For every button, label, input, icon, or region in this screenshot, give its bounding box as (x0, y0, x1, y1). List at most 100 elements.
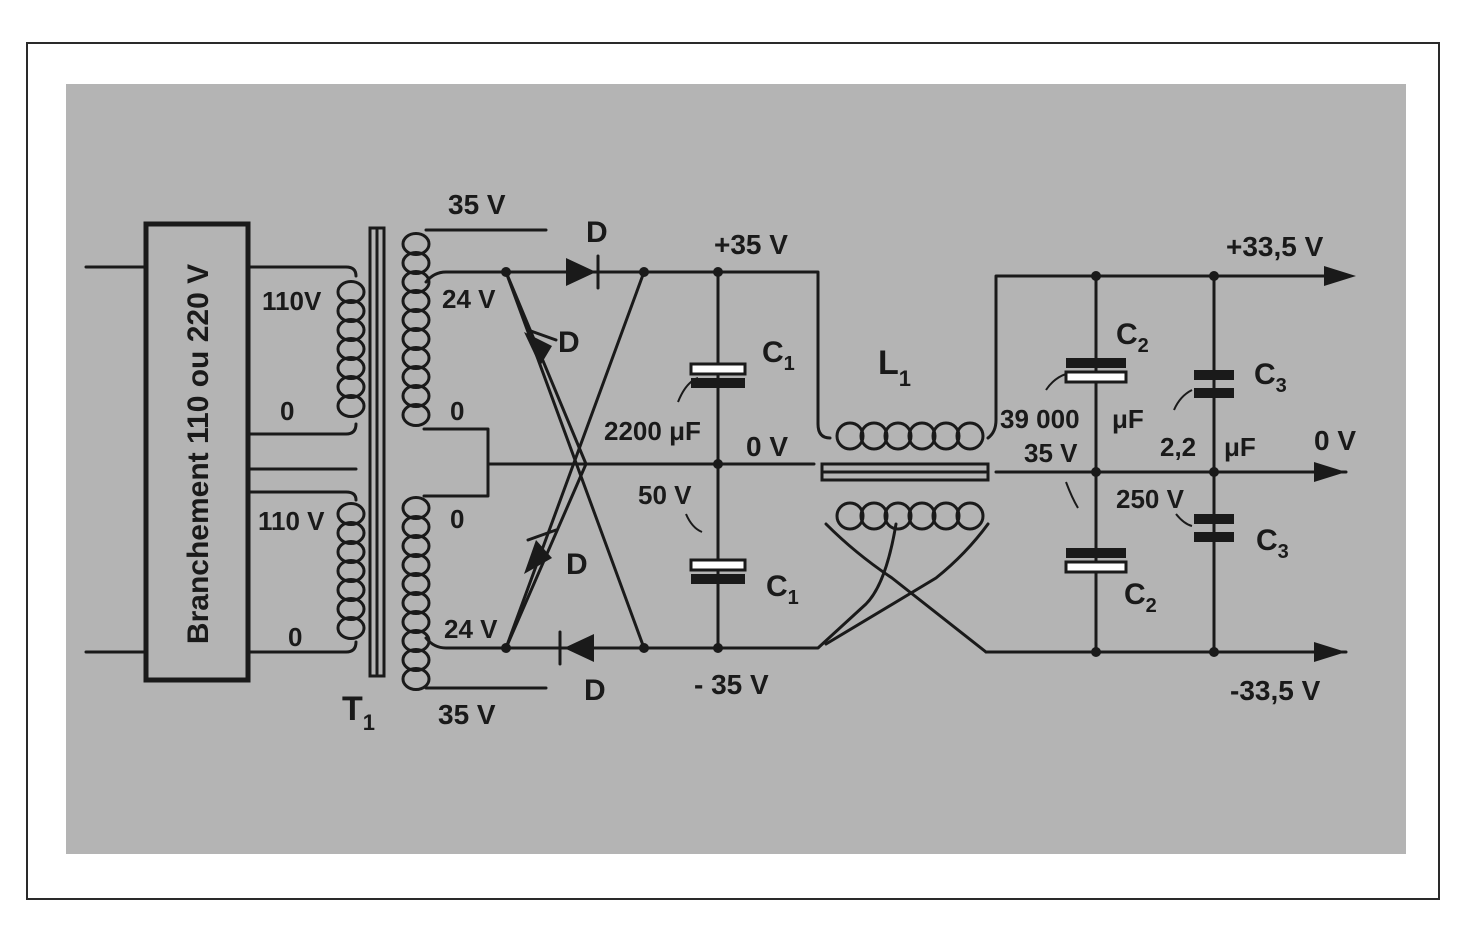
inductor-top-out (986, 274, 1348, 440)
inductor-winding-bottom (835, 501, 985, 531)
coil-loop (401, 365, 431, 389)
c3-bottom-capacitor (1194, 514, 1234, 542)
c2-bottom-capacitor (1064, 548, 1128, 574)
mains-connection-label: Branchement 110 ou 220 V (182, 264, 215, 644)
label-rail-plus-out: +33,5 V (1226, 231, 1324, 262)
label-primary-top: 110V (262, 286, 322, 316)
coil-loop (401, 270, 431, 294)
coil-loop (401, 648, 431, 672)
label-c1-bottom: C1 (766, 570, 799, 609)
coil-loop (401, 289, 431, 313)
c3-voltage-arrow (1175, 513, 1193, 527)
coil-loop (336, 299, 366, 323)
inductor-core (820, 462, 990, 482)
label-diode-bottom-bridge: D (566, 548, 588, 581)
label-c3-top: C3 (1254, 358, 1287, 397)
coil-loop (336, 597, 366, 621)
c1-top-capacitor (689, 362, 747, 388)
output-arrow-plus (1324, 266, 1356, 286)
label-diode-top-bridge: D (558, 326, 580, 359)
c1-voltage-arrow (685, 513, 703, 533)
coil-loop (401, 327, 431, 351)
label-c2-top: C2 (1116, 318, 1149, 357)
junction-dots (501, 267, 1219, 657)
c2-top-capacitor (1064, 358, 1128, 384)
diode-top (566, 254, 600, 290)
label-c2-value: 39 000 (1000, 404, 1080, 434)
inductor-winding-top (835, 421, 985, 451)
coil-loop (401, 346, 431, 370)
coil-loop (336, 280, 366, 304)
coil-loop (883, 421, 913, 451)
coil-loop (336, 578, 366, 602)
coil-loop (336, 559, 366, 583)
label-c3-voltage: 250 V (1116, 484, 1185, 514)
c2-value-arrow (1045, 373, 1067, 391)
coil-loop (336, 318, 366, 342)
coil-loop (336, 502, 366, 526)
rail-plus-35 (642, 270, 832, 440)
label-c2-bottom: C2 (1124, 578, 1157, 617)
label-rail-zero-out: 0 V (1314, 425, 1356, 456)
coil-loop (401, 591, 431, 615)
coil-loop (401, 572, 431, 596)
primary-winding-top (336, 280, 366, 418)
output-arrow-zero (1314, 462, 1346, 482)
coil-loop (401, 610, 431, 634)
secondary-winding-top (401, 232, 431, 427)
coil-loop (401, 384, 431, 408)
rail-minus-35 (642, 522, 898, 650)
coil-loop (336, 356, 366, 380)
coil-loop (401, 251, 431, 275)
label-c1-voltage: 50 V (638, 480, 692, 510)
coil-loop (401, 496, 431, 520)
primary-bottom-wire (246, 490, 358, 502)
label-c3-value: 2,2 (1160, 432, 1196, 462)
coil-loop (401, 403, 431, 427)
label-transformer: T1 (342, 690, 375, 735)
label-secondary-top-zero: 0 (450, 396, 464, 426)
label-c1-top: C1 (762, 336, 795, 375)
c3-value-arrow (1173, 389, 1193, 411)
label-diode-bottom: D (584, 674, 606, 707)
label-primary-top-zero: 0 (280, 396, 294, 426)
transformer-core (368, 226, 386, 678)
diode-top-bridge (524, 328, 558, 366)
coil-loop (859, 501, 889, 531)
label-transformer-sub: 1 (363, 710, 375, 735)
label-diode-top: D (586, 216, 608, 249)
primary-bottom-zero-wire (246, 640, 358, 654)
coil-loop (336, 337, 366, 361)
label-secondary-bottom-out: 24 V (444, 614, 498, 644)
coil-loop (401, 667, 431, 691)
label-rail-minus-out: -33,5 V (1230, 675, 1321, 706)
coil-loop (336, 375, 366, 399)
label-secondary-top-tap: 35 V (448, 189, 506, 220)
inductor-cross-a (824, 522, 988, 654)
label-rail-minus-in: - 35 V (694, 669, 769, 700)
coil-loop (931, 421, 961, 451)
coil-loop (955, 421, 985, 451)
coil-loop (835, 421, 865, 451)
label-inductor: L1 (878, 344, 911, 391)
output-arrow-minus (1314, 642, 1346, 662)
coil-loop (835, 501, 865, 531)
primary-winding-bottom (336, 502, 366, 640)
coil-loop (336, 616, 366, 640)
coil-loop (401, 534, 431, 558)
label-rail-plus-in: +35 V (714, 229, 788, 260)
secondary-bottom-out-wire (424, 636, 646, 650)
coil-loop (401, 553, 431, 577)
label-secondary-bottom-zero: 0 (450, 504, 464, 534)
coil-loop (401, 308, 431, 332)
label-c1-value: 2200 μF (604, 416, 701, 446)
label-rail-zero-in: 0 V (746, 431, 788, 462)
c1-value-arrow (677, 377, 699, 403)
c1-bottom-capacitor (689, 558, 747, 584)
c2-voltage-arrow (1065, 481, 1079, 509)
diode-bottom-bridge (524, 528, 558, 574)
coil-loop (401, 232, 431, 256)
coil-loop (336, 394, 366, 418)
diode-bottom (558, 630, 594, 666)
coil-loop (336, 540, 366, 564)
